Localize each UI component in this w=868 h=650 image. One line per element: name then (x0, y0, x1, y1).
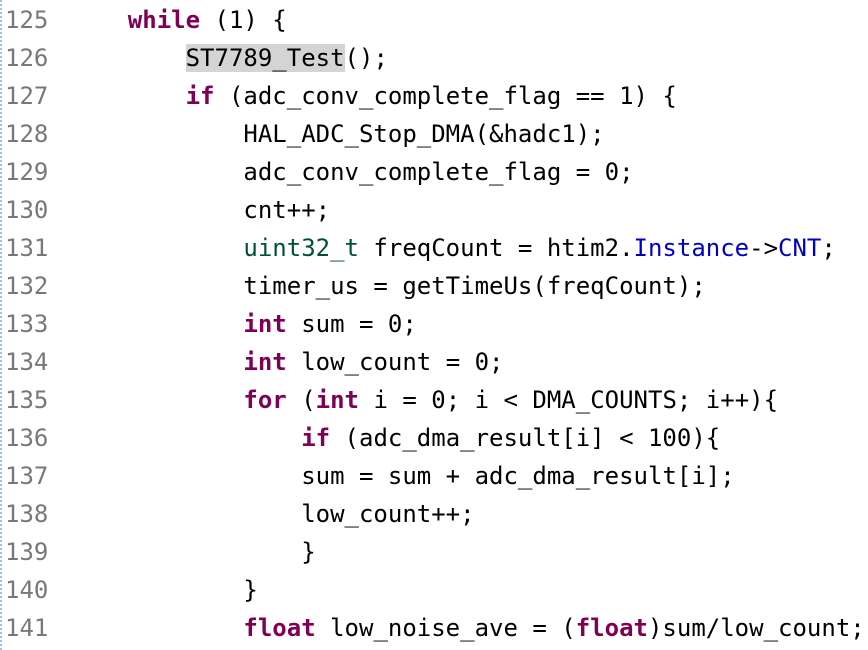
code-token (70, 82, 186, 110)
keyword-token: int (315, 386, 360, 414)
code-token: ( (286, 386, 316, 414)
code-text[interactable]: low_count++; (70, 495, 475, 533)
code-token: (adc_dma_result[i] < 100){ (330, 424, 721, 452)
keyword-token: float (575, 614, 648, 642)
code-text[interactable]: while (1) { (70, 1, 287, 39)
code-token (70, 6, 128, 34)
keyword-token: float (243, 614, 316, 642)
code-token (70, 386, 243, 414)
code-token: low_count = 0; (286, 348, 504, 376)
line-number: 127 (5, 82, 49, 110)
code-token: HAL_ADC_Stop_DMA(&hadc1); (70, 120, 605, 148)
code-text[interactable]: int low_count = 0; (70, 343, 504, 381)
line-number: 141 (5, 614, 49, 642)
keyword-token: while (127, 6, 201, 34)
code-text[interactable]: ST7789_Test(); (70, 39, 388, 77)
code-token: } (70, 576, 258, 604)
gutter-border (0, 0, 2, 650)
code-token: low_count++; (70, 500, 475, 528)
code-text[interactable]: if (adc_conv_complete_flag == 1) { (70, 77, 677, 115)
code-token: (); (344, 44, 388, 72)
code-token (70, 44, 186, 72)
line-number: 125 (5, 6, 49, 34)
code-token: adc_conv_complete_flag = 0; (70, 158, 634, 186)
code-text[interactable]: float low_noise_ave = (float)sum/low_cou… (70, 609, 865, 647)
line-number: 129 (5, 158, 49, 186)
keyword-token: int (243, 348, 287, 376)
keyword-token: int (243, 310, 287, 338)
line-number: 140 (5, 576, 49, 604)
code-token: (1) { (200, 6, 287, 34)
code-token: low_noise_ave = ( (315, 614, 576, 642)
code-text[interactable]: cnt++; (70, 191, 330, 229)
code-text[interactable]: if (adc_dma_result[i] < 100){ (70, 419, 720, 457)
line-number: 134 (5, 348, 49, 376)
code-token (70, 614, 243, 642)
code-token (70, 310, 243, 338)
code-text[interactable]: HAL_ADC_Stop_DMA(&hadc1); (70, 115, 605, 153)
line-number: 126 (5, 44, 49, 72)
code-text[interactable]: adc_conv_complete_flag = 0; (70, 153, 634, 191)
code-text[interactable]: for (int i = 0; i < DMA_COUNTS; i++){ (70, 381, 778, 419)
keyword-token: for (243, 386, 287, 414)
type-token: uint32_t (243, 234, 359, 262)
code-token: )sum/low_count; (647, 614, 865, 642)
code-text[interactable]: timer_us = getTimeUs(freqCount); (70, 267, 706, 305)
code-token (70, 424, 301, 452)
code-token: cnt++; (70, 196, 331, 224)
line-number: 137 (5, 462, 49, 490)
code-token: (adc_conv_complete_flag == 1) { (214, 82, 677, 110)
field-token: CNT (778, 234, 822, 262)
code-token: sum = 0; (286, 310, 417, 338)
line-number: 133 (5, 310, 49, 338)
code-text[interactable]: sum = sum + adc_dma_result[i]; (70, 457, 735, 495)
code-text[interactable]: uint32_t freqCount = htim2.Instance->CNT… (70, 229, 836, 267)
code-token: sum = sum + adc_dma_result[i]; (70, 462, 735, 490)
line-number: 128 (5, 120, 49, 148)
keyword-token: if (301, 424, 331, 452)
code-token (70, 348, 243, 376)
code-token: ; (821, 234, 836, 262)
code-text[interactable]: } (70, 571, 258, 609)
highlighted-token: ST7789_Test (185, 44, 345, 72)
line-number: 131 (5, 234, 49, 262)
code-text[interactable]: int sum = 0; (70, 305, 417, 343)
code-text[interactable]: } (70, 533, 316, 571)
field-token: Instance (633, 234, 750, 262)
line-number: 130 (5, 196, 49, 224)
code-token (70, 234, 243, 262)
line-number: 136 (5, 424, 49, 452)
line-number: 139 (5, 538, 49, 566)
line-number: 132 (5, 272, 49, 300)
code-token: timer_us = getTimeUs(freqCount); (70, 272, 706, 300)
code-token: } (70, 538, 316, 566)
line-number: 138 (5, 500, 49, 528)
code-token: freqCount = htim2. (358, 234, 634, 262)
code-token: i = 0; i < DMA_COUNTS; i++){ (359, 386, 779, 414)
line-number: 135 (5, 386, 49, 414)
code-token: -> (749, 234, 779, 262)
keyword-token: if (185, 82, 215, 110)
